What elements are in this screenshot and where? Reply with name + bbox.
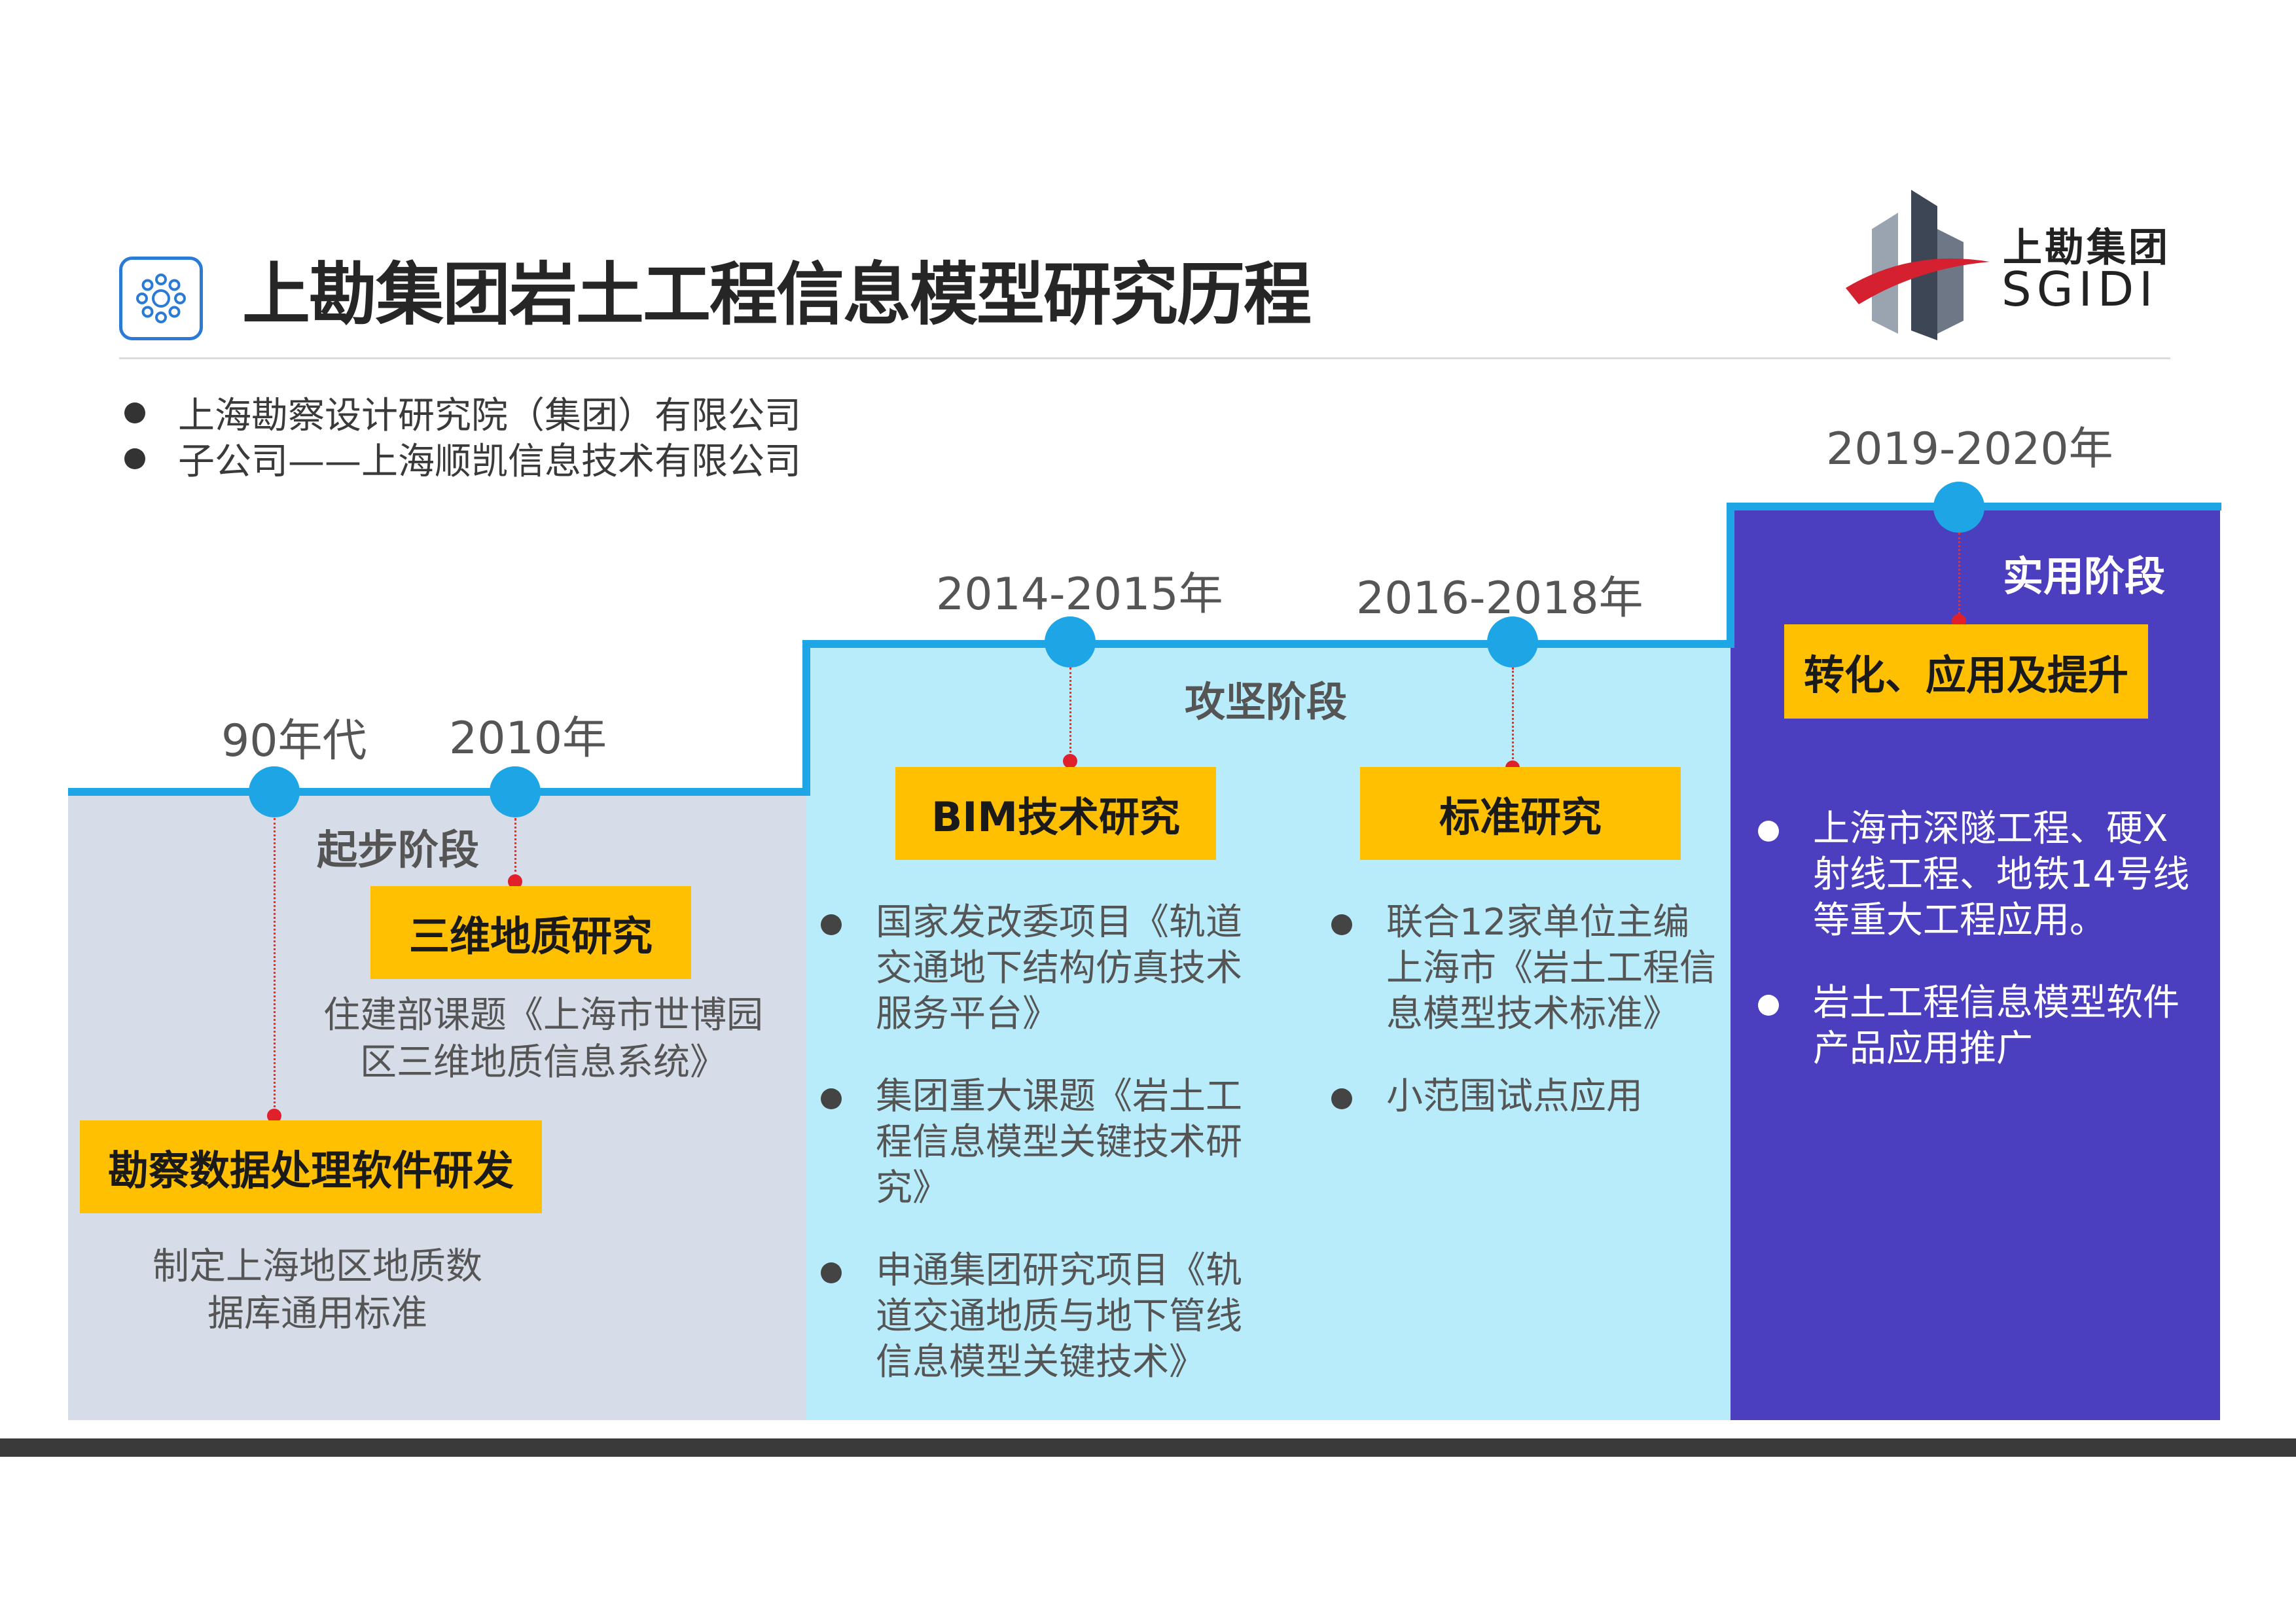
software-box: 勘察数据处理软件研发 [80,1120,542,1213]
logo-en-text: SGIDI [2001,262,2159,317]
bullet-icon [821,914,842,935]
bim-box: BIM技术研究 [895,767,1216,860]
page-title: 上勘集团岩土工程信息模型研究历程 [242,255,1312,334]
standard-list: 联合12家单位主编上海市《岩土工程信息模型技术标准》 小范围试点应用 [1331,900,1724,1156]
stage-label: 实用阶段 [2003,552,2166,600]
timeline-node [490,766,541,817]
practical-list: 上海市深隧工程、硬X射线工程、地铁14号线等重大工程应用。 岩土工程信息模型软件… [1758,806,2203,1109]
connector-dot [267,1109,281,1123]
timeline-line [1727,503,1734,648]
logo-cn-text: 上勘集团 [2003,225,2170,271]
year-label: 2014-2015年 [936,569,1223,620]
stage-label: 攻坚阶段 [1185,678,1348,726]
standard-box: 标准研究 [1360,767,1681,860]
connector-line [274,818,276,1115]
bullet-icon [1331,1088,1352,1109]
timeline-node [1045,616,1096,668]
timeline-line [68,788,810,796]
connector-dot [508,874,522,889]
stage-label: 起步阶段 [317,826,480,874]
bullet-icon [124,402,145,423]
timeline-node [249,766,300,817]
sun-icon [136,274,186,323]
software-desc: 制定上海地区地质数 据库通用标准 [152,1245,482,1335]
list-item: 小范围试点应用 [1331,1074,1724,1120]
timeline-line [802,640,810,796]
list-item: 岩土工程信息模型软件产品应用推广 [1758,980,2203,1072]
footer-bar [0,1438,2296,1457]
list-item: 国家发改委项目《轨道交通地下结构仿真技术服务平台》 [821,900,1266,1037]
list-item: 联合12家单位主编上海市《岩土工程信息模型技术标准》 [1331,900,1724,1037]
timeline-node [1487,616,1538,668]
list-item: 申通集团研究项目《轨道交通地质与地下管线信息模型关键技术》 [821,1248,1266,1385]
list-item: 集团重大课题《岩土工程信息模型关键技术研究》 [821,1074,1266,1211]
connector-line [1512,668,1514,767]
company-item: 子公司——上海顺凯信息技术有限公司 [124,432,801,485]
bullet-icon [124,448,145,469]
research-desc: 住建部课题《上海市世博园 区三维地质信息系统》 [323,994,763,1084]
bullet-icon [1758,821,1779,842]
connector-line [514,818,516,877]
connector-line [1069,668,1071,760]
research-box: 三维地质研究 [370,886,691,979]
timeline-node [1933,482,1984,533]
logo-mark-icon [1846,190,1990,340]
year-label: 2010年 [449,713,607,764]
title-icon [119,257,203,340]
bim-list: 国家发改委项目《轨道交通地下结构仿真技术服务平台》 集团重大课题《岩土工程信息模… [821,900,1266,1422]
application-box: 转化、应用及提升 [1784,624,2148,719]
bullet-icon [821,1262,842,1283]
timeline-line [802,640,1734,648]
connector-dot [1063,754,1077,768]
connector-line [1958,533,1960,618]
bullet-icon [1331,914,1352,935]
bullet-icon [1758,995,1779,1016]
header-divider [119,357,2170,359]
company-item: 上海勘察设计研究院（集团）有限公司 [124,386,801,439]
bullet-icon [821,1088,842,1109]
logo [1839,190,2179,347]
year-label: 2016-2018年 [1356,573,1643,624]
year-label: 90年代 [221,715,367,767]
list-item: 上海市深隧工程、硬X射线工程、地铁14号线等重大工程应用。 [1758,806,2203,944]
year-label: 2019-2020年 [1826,423,2113,475]
